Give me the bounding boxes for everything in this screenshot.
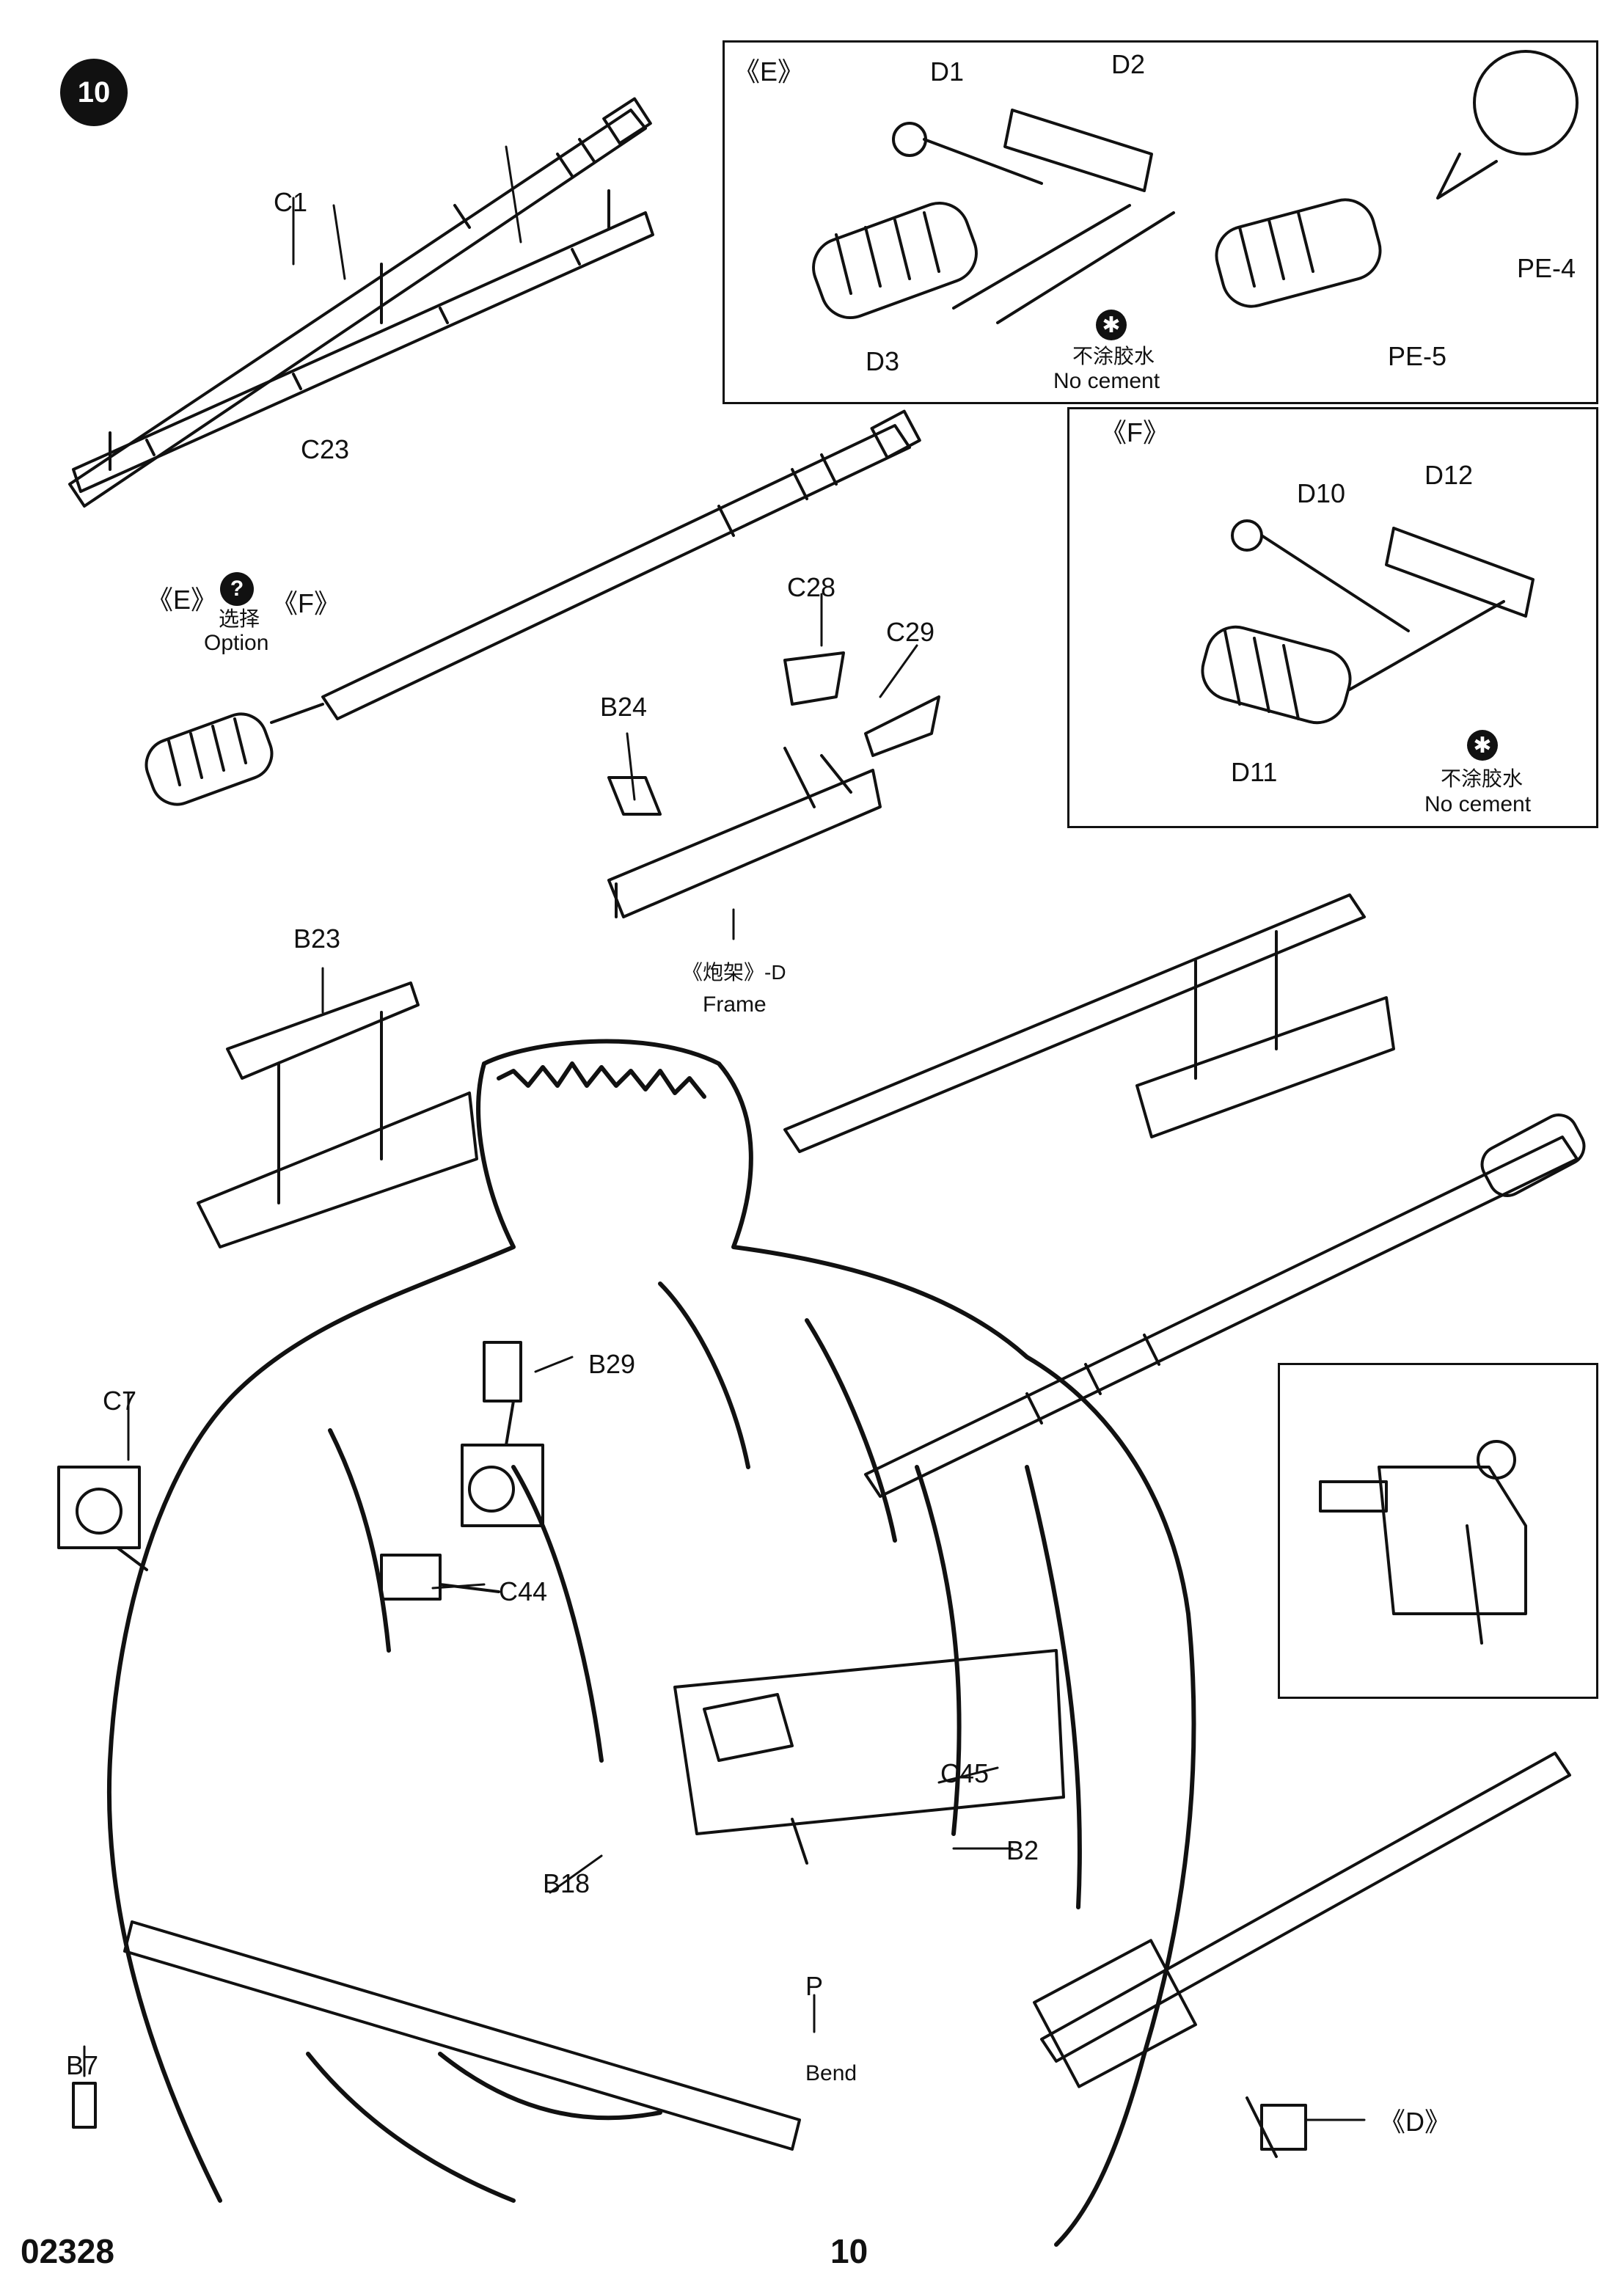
label-d3: D3 (866, 346, 900, 376)
frame-left-drawing (197, 981, 478, 1248)
inset-e-drawing (812, 50, 1579, 324)
label-b2: B2 (1006, 1835, 1039, 1865)
option-question-icon: ? (220, 572, 254, 606)
label-d-ref: 《D》 (1379, 2107, 1451, 2137)
label-c7: C7 (103, 1386, 137, 1416)
label-pe5: PE-5 (1388, 341, 1447, 371)
cradle-c23-drawing (72, 189, 654, 493)
label-frame-cn: 《炮架》-D (682, 961, 786, 984)
barrel-bottom-drawing (123, 1752, 1571, 2158)
label-c1: C1 (274, 187, 308, 217)
inset-f-no-cement-en: No cement (1424, 792, 1532, 816)
label-d10: D10 (1297, 478, 1346, 508)
label-option-cn: 选择 (219, 607, 260, 630)
small-parts-drawing (57, 1341, 1307, 2151)
detail-inset-drawing (1319, 1440, 1527, 1645)
label-option-e: 《E》 (147, 585, 218, 615)
step-number-badge: 10 (60, 59, 128, 126)
inset-f-drawing (1201, 519, 1535, 725)
inset-e-title: 《E》 (734, 56, 805, 87)
label-b29: B29 (588, 1349, 636, 1379)
page-number: 10 (830, 2232, 868, 2270)
label-p: P (805, 1971, 824, 2001)
no-cement-icon: ✱ (1096, 310, 1127, 340)
label-c44: C44 (499, 1576, 548, 1606)
label-bend: Bend (805, 2061, 857, 2085)
label-b24: B24 (600, 692, 648, 722)
detail-inset-box (1278, 1363, 1598, 1699)
label-d11: D11 (1231, 757, 1278, 787)
inset-e-no-cement-cn: 不涂胶水 (1072, 345, 1155, 367)
frame-upper-drawing (607, 651, 940, 918)
label-b7: B7 (66, 2050, 99, 2080)
barrel-lower-drawing (864, 1113, 1586, 1498)
label-c23: C23 (301, 434, 350, 464)
label-frame-en: Frame (703, 992, 767, 1017)
leader-lines (83, 145, 1366, 2121)
inset-f-title: 《F》 (1100, 417, 1169, 447)
barrel-middle-drawing (145, 409, 921, 806)
product-code: 02328 (21, 2232, 114, 2270)
inset-e-box (723, 40, 1598, 404)
inset-f-box (1067, 407, 1598, 828)
label-b18: B18 (543, 1868, 590, 1898)
inset-e-no-cement-en: No cement (1053, 369, 1160, 393)
label-b23: B23 (293, 924, 341, 954)
breech-assembly-drawing (673, 1649, 1065, 1865)
figure-silhouette-drawing (106, 1039, 1196, 2247)
label-pe4: PE-4 (1517, 253, 1576, 283)
no-cement-icon: ✱ (1467, 730, 1498, 761)
label-d12: D12 (1424, 460, 1474, 490)
barrel-c1-drawing (68, 97, 652, 508)
frame-right-drawing (783, 893, 1395, 1153)
label-c45: C45 (940, 1758, 990, 1788)
label-option-en: Option (204, 631, 269, 655)
label-option-f: 《F》 (271, 588, 340, 618)
label-d2: D2 (1111, 49, 1146, 79)
label-c28: C28 (787, 572, 836, 602)
inset-f-no-cement-cn: 不涂胶水 (1441, 767, 1524, 790)
label-d1: D1 (930, 56, 965, 87)
label-c29: C29 (886, 617, 935, 647)
